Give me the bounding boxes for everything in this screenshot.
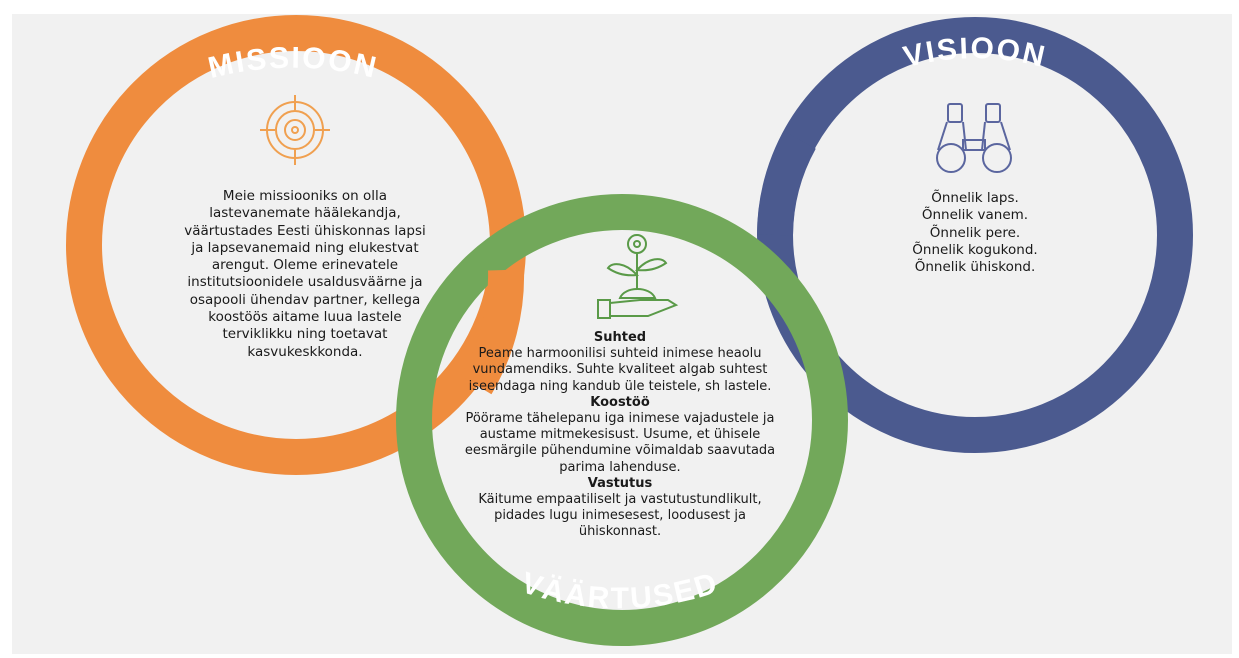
value-text-suhted: Peame harmoonilisi suhteid inimese heaol… xyxy=(468,346,772,394)
missioon-ring-overlap xyxy=(460,269,525,395)
background-panel xyxy=(12,14,1232,654)
vision-line: Õnnelik ühiskond. xyxy=(914,259,1036,276)
value-title-vastutus: Vastutus xyxy=(587,475,653,491)
values-text: Suhted Peame harmoonilisi suhteid inimes… xyxy=(455,330,785,541)
plant-in-hand-icon xyxy=(597,234,679,319)
vision-text: Õnnelik laps. Õnnelik vanem. Õnnelik per… xyxy=(880,190,1070,276)
vision-line: Õnnelik kogukond. xyxy=(912,241,1038,258)
value-text-vastutus: Käitume empaatiliselt ja vastutustundlik… xyxy=(478,492,762,540)
vision-line: Õnnelik vanem. xyxy=(921,207,1029,224)
binoculars-icon xyxy=(936,103,1012,173)
visioon-ring-overlap xyxy=(757,131,816,236)
value-title-koostoo: Koostöö xyxy=(590,394,650,410)
value-title-suhted: Suhted xyxy=(593,330,647,345)
vision-line: Õnnelik laps. xyxy=(931,190,1019,206)
vaartused-ring xyxy=(396,194,848,646)
missioon-title: MISSIOON xyxy=(205,42,381,85)
value-text-koostoo: Pöörame tähelepanu iga inimese vajaduste… xyxy=(464,411,776,475)
target-icon xyxy=(260,95,330,165)
mission-text: Meie missiooniks on olla lastevanemate h… xyxy=(184,188,426,360)
vision-line: Õnnelik pere. xyxy=(929,224,1021,241)
